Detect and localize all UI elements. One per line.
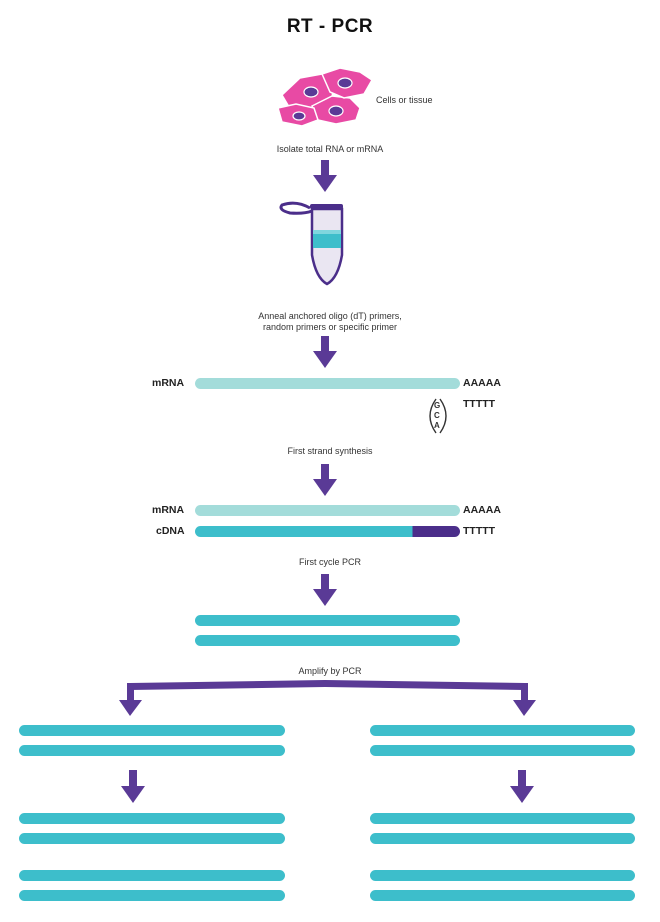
- down-arrow-icon: [121, 770, 145, 803]
- cdna-label: cDNA: [156, 525, 185, 537]
- polya-label: AAAAA: [463, 377, 501, 389]
- polya-label: AAAAA: [463, 504, 501, 516]
- dna-strand: [19, 813, 285, 824]
- dna-strand: [370, 833, 635, 844]
- dna-strand: [19, 833, 285, 844]
- mrna-strand: [195, 378, 460, 389]
- dna-strand: [19, 725, 285, 736]
- dna-strand: [195, 635, 460, 646]
- down-arrow-icon: [313, 574, 337, 606]
- polyt-label: TTTTT: [463, 398, 496, 410]
- mrna-label: mRNA: [152, 504, 185, 516]
- down-arrow-icon: [510, 770, 534, 803]
- step-anneal-line2: random primers or specific primer: [262, 322, 398, 332]
- down-arrow-icon: [313, 160, 337, 192]
- dna-strand: [370, 745, 635, 756]
- step-amplify: Amplify by PCR: [298, 666, 362, 676]
- page-title: RT - PCR: [286, 16, 374, 37]
- cells-label: Cells or tissue: [376, 95, 433, 105]
- down-arrow-icon: [313, 464, 337, 496]
- primer-letter: C: [434, 411, 440, 420]
- tube-icon: [279, 201, 344, 286]
- step-anneal-line1: Anneal anchored oligo (dT) primers,: [258, 311, 402, 321]
- dna-strand: [195, 615, 460, 626]
- primer-letter: A: [434, 421, 440, 430]
- dna-strand: [19, 870, 285, 881]
- dna-strand: [19, 745, 285, 756]
- dna-strand: [370, 890, 635, 901]
- cells-icon: [277, 67, 373, 127]
- step-isolate: Isolate total RNA or mRNA: [276, 144, 384, 154]
- polyt-label: TTTTT: [463, 525, 496, 537]
- step-first-cycle: First cycle PCR: [298, 557, 361, 567]
- primer-icon: [429, 398, 447, 434]
- step-first-strand: First strand synthesis: [287, 446, 373, 456]
- mrna-strand: [195, 505, 460, 516]
- down-arrow-icon: [313, 336, 337, 368]
- dna-strand: [370, 725, 635, 736]
- cdna-strand: [195, 526, 460, 537]
- primer-letter: G: [434, 401, 441, 410]
- dna-strand: [370, 870, 635, 881]
- mrna-label: mRNA: [152, 377, 185, 389]
- split-arrow-icon: [119, 680, 536, 716]
- dna-strand: [370, 813, 635, 824]
- dna-strand: [19, 890, 285, 901]
